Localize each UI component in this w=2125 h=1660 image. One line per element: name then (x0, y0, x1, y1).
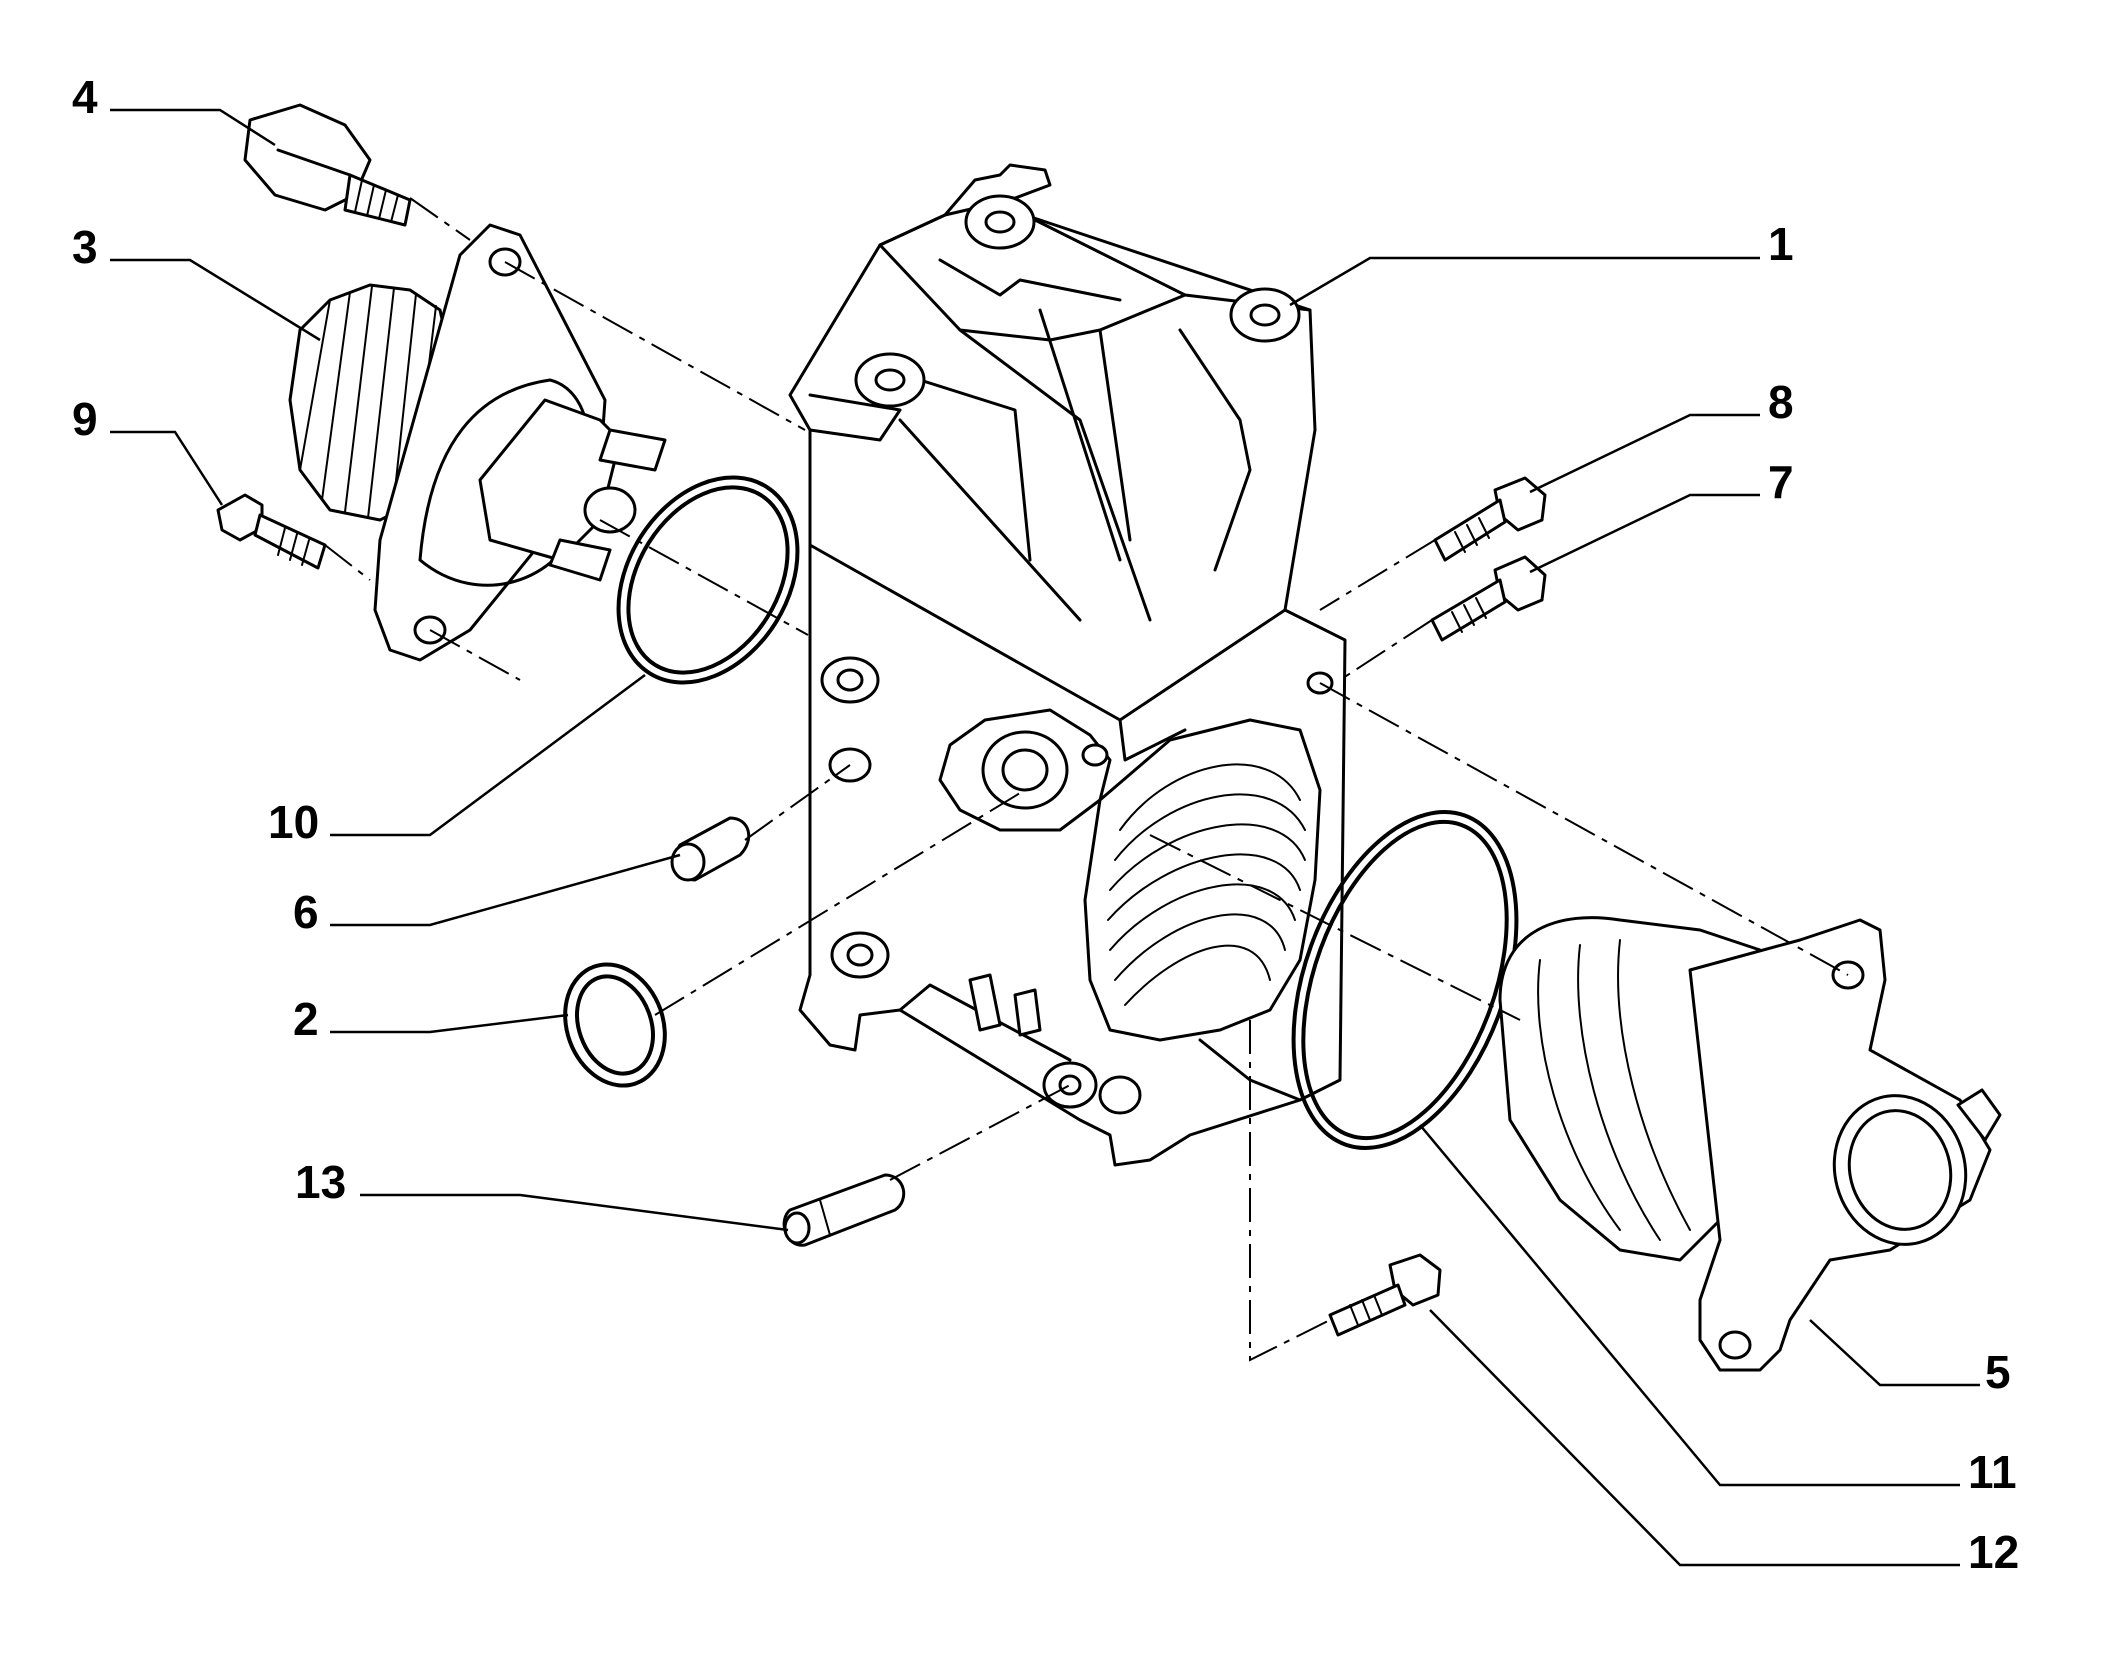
callout-2: 2 (293, 993, 319, 1045)
callout-10: 10 (268, 796, 319, 848)
thermostat-housing (1498, 916, 2002, 1372)
plug-6 (670, 816, 751, 882)
callout-1: 1 (1768, 218, 1794, 270)
bolt-7 (1430, 555, 1547, 642)
callout-3: 3 (72, 221, 98, 273)
seal-ring-2 (563, 962, 667, 1088)
callout-labels: 4 3 9 1 8 7 10 6 2 13 5 11 12 (72, 71, 2019, 1578)
callout-6: 6 (293, 886, 319, 938)
o-ring-11 (1291, 810, 1519, 1150)
callout-13: 13 (295, 1156, 346, 1208)
bolt-12 (1328, 1253, 1442, 1337)
callout-7: 7 (1768, 456, 1794, 508)
pin-13 (782, 1173, 906, 1247)
assembly-center-lines (324, 197, 1849, 1362)
callout-9: 9 (72, 393, 98, 445)
bolt-8 (1433, 476, 1547, 562)
callout-4: 4 (72, 71, 98, 123)
hex-stud (243, 103, 412, 227)
callout-8: 8 (1768, 376, 1794, 428)
bolt-9 (216, 493, 327, 570)
o-ring-10 (616, 475, 800, 685)
water-pump (288, 223, 667, 662)
callout-11: 11 (1968, 1446, 2017, 1498)
pump-housing (788, 163, 1347, 1167)
leader-lines (110, 108, 1980, 1567)
callout-12: 12 (1968, 1526, 2019, 1578)
callout-5: 5 (1985, 1346, 2011, 1398)
